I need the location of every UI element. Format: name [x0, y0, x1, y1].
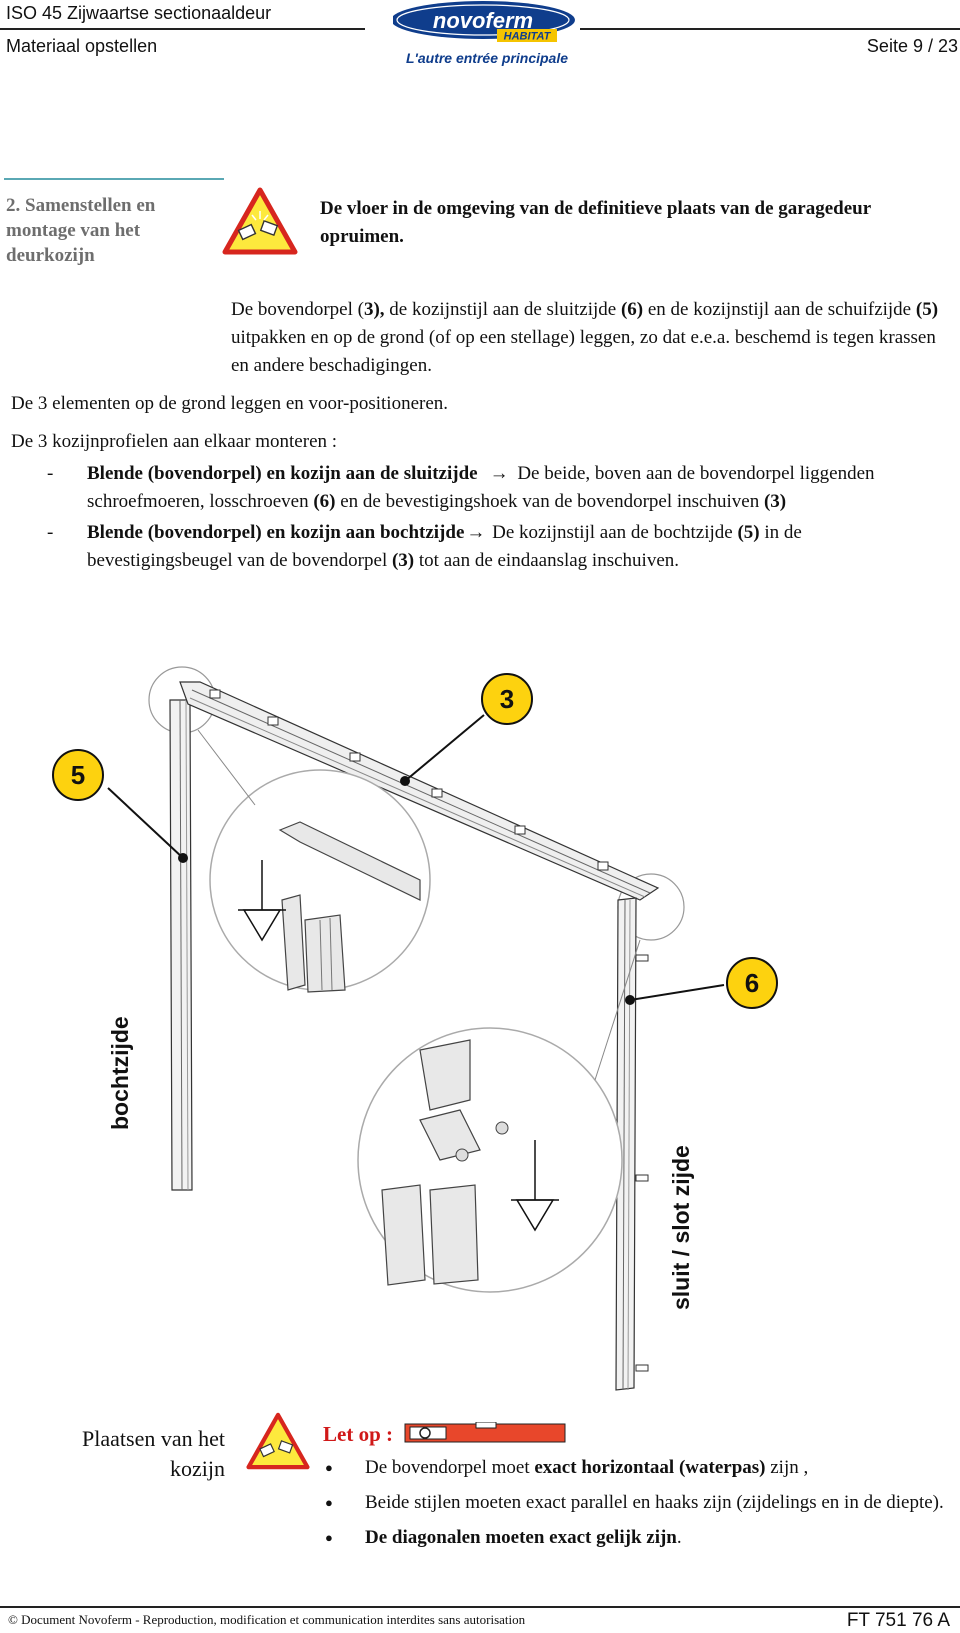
- let-op-label: Let op :: [323, 1422, 393, 1446]
- document-title: ISO 45 Zijwaartse sectionaaldeur: [6, 3, 272, 23]
- svg-text:novoferm: novoferm: [433, 8, 533, 33]
- instruction-line-1: De 3 elementen op de grond leggen en voo…: [11, 393, 449, 414]
- footer-rule: [0, 1606, 960, 1608]
- list-item: De diagonalen moeten exact gelijk zijn.: [325, 1524, 955, 1551]
- svg-text:HABITAT: HABITAT: [504, 31, 552, 43]
- page-number: Seite 9 / 23: [866, 36, 958, 56]
- callout-6: 6: [726, 957, 778, 1009]
- placement-checklist: De bovendorpel moet exact horizontaal (w…: [325, 1454, 955, 1559]
- warning-icon: [246, 1412, 310, 1475]
- callout-5: 5: [52, 749, 104, 801]
- intro-paragraph: De bovendorpel (3), de kozijnstijl aan d…: [231, 299, 939, 376]
- label-sluit-slot-zijde: sluit / slot zijde: [668, 1145, 694, 1310]
- callout-3: 3: [481, 673, 533, 725]
- list-item: De bovendorpel moet exact horizontaal (w…: [325, 1454, 955, 1481]
- placement-title: Plaatsen van het kozijn: [82, 1426, 225, 1481]
- frame-assembly-diagram: [0, 640, 960, 1400]
- step-item: - Blende (bovendorpel) en kozijn aan de …: [47, 463, 875, 512]
- section-title: 2. Samenstellen en montage van het deurk…: [6, 195, 156, 266]
- spirit-level-icon: [404, 1421, 566, 1449]
- document-subtitle: Materiaal opstellen: [6, 36, 158, 56]
- document-code: FT 751 76 A: [846, 1610, 950, 1631]
- step-item: - Blende (bovendorpel) en kozijn aan boc…: [47, 522, 802, 571]
- assembly-steps: - Blende (bovendorpel) en kozijn aan de …: [47, 460, 927, 575]
- instruction-line-2: De 3 kozijnprofielen aan elkaar monteren…: [11, 431, 338, 452]
- footer-copyright: © Document Novoferm - Reproduction, modi…: [8, 1612, 526, 1627]
- warning-text: De vloer in de omgeving van de definitie…: [320, 198, 871, 247]
- novoferm-logo: novoferm HABITAT L'autre entrée principa…: [391, 0, 603, 72]
- section-divider: [4, 178, 224, 180]
- svg-text:L'autre entrée principale: L'autre entrée principale: [406, 50, 568, 66]
- warning-icon: [222, 187, 298, 260]
- label-bochtzijde: bochtzijde: [107, 1016, 133, 1130]
- header-rule-left: [0, 28, 365, 30]
- header-rule-right: [580, 28, 960, 30]
- list-item: Beide stijlen moeten exact parallel en h…: [325, 1489, 955, 1516]
